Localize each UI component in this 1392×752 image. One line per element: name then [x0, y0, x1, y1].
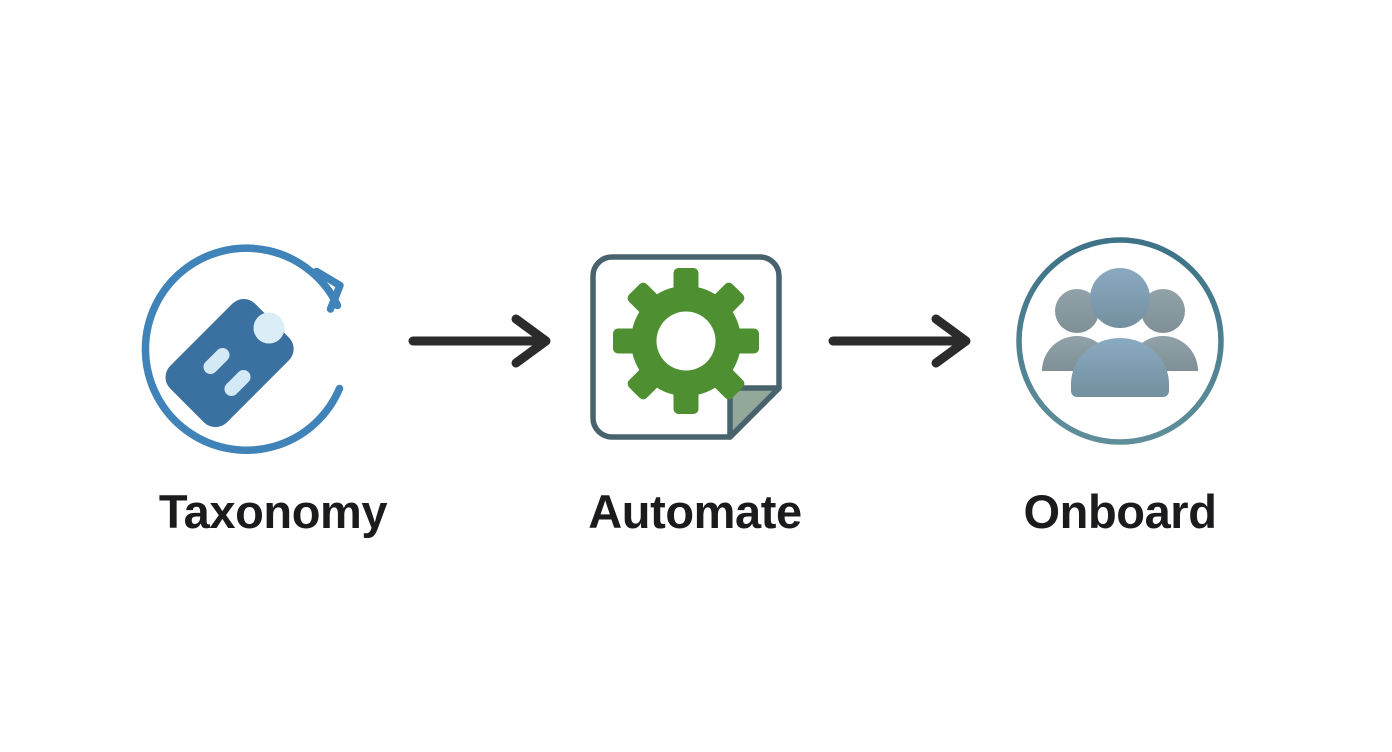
people-group-circle-icon [970, 236, 1270, 458]
flow-step-label-onboard: Onboard [1023, 485, 1217, 538]
flow-step-automate[interactable]: Automate [545, 236, 845, 539]
document-gear-icon [545, 236, 845, 458]
flow-step-taxonomy[interactable]: Taxonomy [123, 236, 423, 539]
flow-arrow-automate-to-onboard [828, 312, 978, 370]
flow-step-label-automate: Automate [588, 485, 802, 538]
flow-step-label-taxonomy: Taxonomy [158, 485, 388, 538]
flow-arrow-taxonomy-to-automate [408, 312, 558, 370]
flow-step-onboard[interactable]: Onboard [970, 236, 1270, 539]
tag-refresh-cycle-icon [123, 236, 423, 458]
